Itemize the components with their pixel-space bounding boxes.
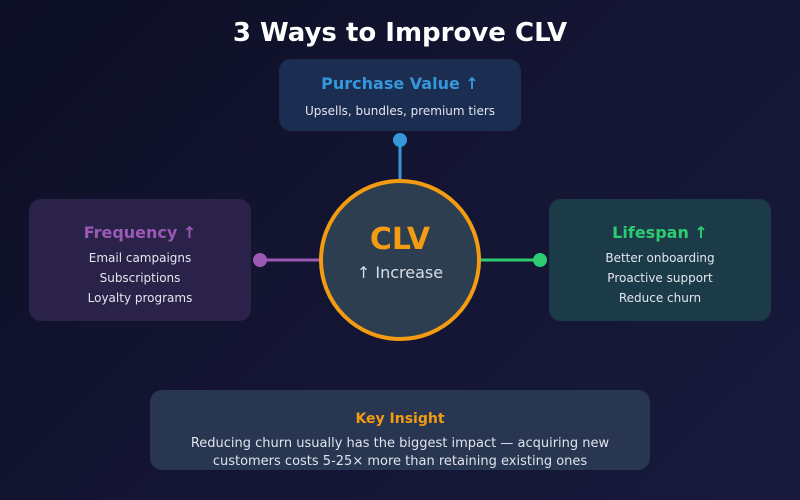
purchase-value-dot	[393, 133, 407, 147]
frequency-card: Frequency ↑ Email campaigns Subscription…	[29, 199, 251, 321]
frequency-dot	[253, 253, 267, 267]
frequency-line: Email campaigns	[88, 251, 192, 265]
insight-line: Reducing churn usually has the biggest i…	[190, 436, 610, 451]
clv-sublabel: ↑ Increase	[356, 263, 444, 282]
purchase-value-line: Upsells, bundles, premium tiers	[304, 104, 496, 118]
clv-circle	[319, 179, 481, 341]
lifespan-line: Reduce churn	[618, 291, 702, 305]
frequency-title: Frequency ↑	[83, 223, 197, 242]
lifespan-title: Lifespan ↑	[612, 223, 708, 242]
frequency-line: Subscriptions	[99, 271, 181, 285]
frequency-line: Loyalty programs	[87, 291, 193, 305]
insight-line: customers costs 5-25× more than retainin…	[212, 454, 588, 469]
clv-label: CLV	[369, 222, 431, 257]
insight-title: Key Insight	[355, 411, 445, 427]
key-insight-card: Key Insight Reducing churn usually has t…	[150, 390, 650, 470]
lifespan-line: Proactive support	[607, 271, 713, 285]
lifespan-card: Lifespan ↑ Better onboarding Proactive s…	[549, 199, 771, 321]
lifespan-line: Better onboarding	[605, 251, 715, 265]
clv-node: CLV ↑ Increase	[320, 180, 480, 340]
purchase-value-card: Purchase Value ↑ Upsells, bundles, premi…	[279, 59, 521, 131]
page-title: 3 Ways to Improve CLV	[232, 18, 568, 48]
purchase-value-title: Purchase Value ↑	[321, 74, 479, 93]
lifespan-dot	[533, 253, 547, 267]
